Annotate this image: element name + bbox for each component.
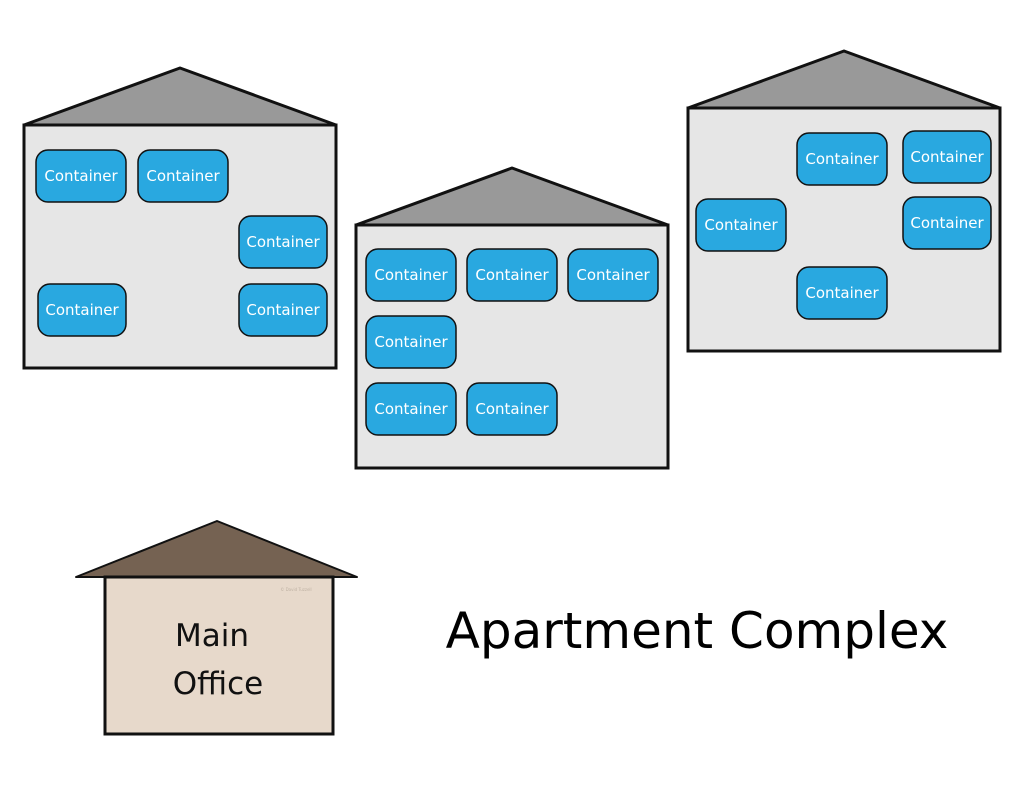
container: Container bbox=[365, 248, 457, 302]
container-label: Container bbox=[805, 150, 879, 168]
container-label: Container bbox=[576, 266, 650, 284]
container-label: Container bbox=[910, 214, 984, 232]
apartment-building-2: Container Container Container Container … bbox=[354, 166, 670, 470]
office-label-line-1: Main bbox=[175, 618, 249, 654]
container-label: Container bbox=[374, 333, 448, 351]
office-roof bbox=[75, 520, 358, 578]
office-label-line-2: Office bbox=[173, 666, 264, 702]
container: Container bbox=[796, 132, 888, 186]
container: Container bbox=[137, 149, 229, 203]
container: Container bbox=[238, 283, 328, 337]
container: Container bbox=[466, 382, 558, 436]
container: Container bbox=[37, 283, 127, 337]
main-office-building: © David Tuzzell Main Office bbox=[75, 520, 358, 736]
container: Container bbox=[695, 198, 787, 252]
diagram-caption: Apartment Complex bbox=[446, 602, 949, 660]
apartment-building-3: Container Container Container Container … bbox=[686, 49, 1002, 353]
container-label: Container bbox=[475, 266, 549, 284]
container: Container bbox=[466, 248, 558, 302]
container: Container bbox=[365, 382, 457, 436]
container: Container bbox=[238, 215, 328, 269]
container-label: Container bbox=[146, 167, 220, 185]
container-label: Container bbox=[910, 148, 984, 166]
container-label: Container bbox=[44, 167, 118, 185]
container-label: Container bbox=[475, 400, 549, 418]
office-body bbox=[103, 575, 335, 736]
container: Container bbox=[902, 196, 992, 250]
building-1-roof bbox=[22, 66, 338, 127]
apartment-building-1: Container Container Container Container … bbox=[22, 66, 338, 370]
container: Container bbox=[796, 266, 888, 320]
container-label: Container bbox=[374, 400, 448, 418]
building-2-roof bbox=[354, 166, 670, 227]
container-label: Container bbox=[246, 301, 320, 319]
container: Container bbox=[902, 130, 992, 184]
container-label: Container bbox=[45, 301, 119, 319]
container-label: Container bbox=[805, 284, 879, 302]
container: Container bbox=[567, 248, 659, 302]
building-3-roof bbox=[686, 49, 1002, 110]
container: Container bbox=[365, 315, 457, 369]
copyright-notice: © David Tuzzell bbox=[280, 587, 311, 592]
container-label: Container bbox=[374, 266, 448, 284]
container-label: Container bbox=[246, 233, 320, 251]
container-label: Container bbox=[704, 216, 778, 234]
container: Container bbox=[35, 149, 127, 203]
